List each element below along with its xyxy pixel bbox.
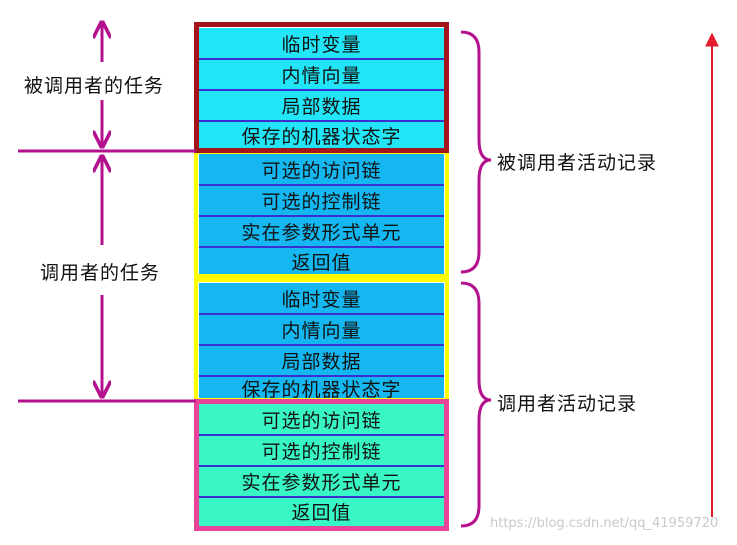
stack-cell-local-data-top: 局部数据 <box>199 90 444 121</box>
stack-cell-control-link-top: 可选的控制链 <box>199 185 444 216</box>
divider <box>199 313 444 315</box>
callee-record-label: 被调用者活动记录 <box>497 152 658 174</box>
watermark: https://blog.csdn.net/qq_41959720 <box>490 516 719 531</box>
divider <box>199 246 444 248</box>
caller-params-frame <box>194 399 449 531</box>
divider <box>199 434 444 436</box>
divider <box>199 184 444 186</box>
stack-cell-return-value-top: 返回值 <box>199 247 444 275</box>
divider <box>199 375 444 377</box>
stack-cell-dope-vector-bottom: 内情向量 <box>199 314 444 345</box>
callee-frame-border <box>194 22 449 153</box>
divider <box>199 89 444 91</box>
stack-cell-return-value-bottom: 返回值 <box>199 497 444 526</box>
caller-record-brace <box>460 281 492 528</box>
divider <box>199 344 444 346</box>
stack-cell-temp-vars-top: 临时变量 <box>199 28 444 59</box>
caller-task-label: 调用者的任务 <box>40 262 161 284</box>
stack-cell-actual-params-top: 实在参数形式单元 <box>199 216 444 247</box>
stack-cell-machine-status-top: 保存的机器状态字 <box>199 121 444 149</box>
callee-task-label: 被调用者的任务 <box>24 75 165 97</box>
stack-cell-machine-status-bottom: 保存的机器状态字 <box>199 376 444 401</box>
stack-cell-actual-params-bottom: 实在参数形式单元 <box>199 466 444 497</box>
divider <box>199 215 444 217</box>
callee-record-brace <box>460 30 492 274</box>
stack-cell-control-link-bottom: 可选的控制链 <box>199 435 444 466</box>
stack-cell-dope-vector-top: 内情向量 <box>199 59 444 90</box>
stack-cell-access-link-bottom: 可选的访问链 <box>199 404 444 435</box>
stack-cell-access-link-top: 可选的访问链 <box>199 154 444 185</box>
divider <box>199 58 444 60</box>
divider <box>199 496 444 498</box>
caller-record-label: 调用者活动记录 <box>497 393 638 415</box>
divider <box>199 465 444 467</box>
stack-cell-local-data-bottom: 局部数据 <box>199 345 444 376</box>
divider <box>199 120 444 122</box>
stack-cell-temp-vars-bottom: 临时变量 <box>199 283 444 314</box>
